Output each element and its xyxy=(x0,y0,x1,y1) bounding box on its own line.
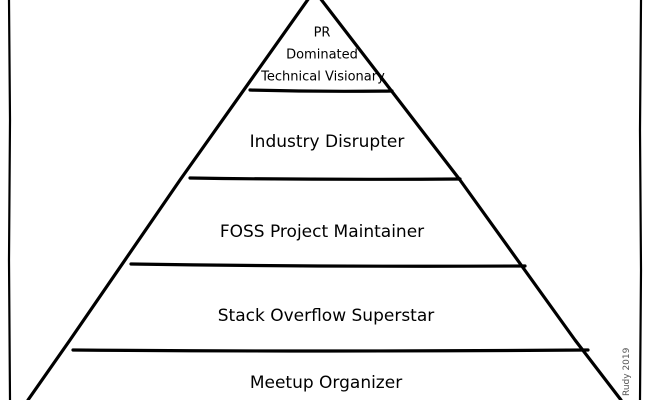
tier-2-label: Industry Disrupter xyxy=(250,132,405,152)
pyramid-right-edge xyxy=(319,0,623,400)
panel-border-left xyxy=(7,0,12,400)
tier-1-line-3: Technical Visionary xyxy=(260,70,385,85)
panel-border-right xyxy=(638,0,643,400)
tier-divider-4 xyxy=(71,348,590,353)
pyramid-left-edge xyxy=(26,0,310,400)
tier-1-line-2: Dominated xyxy=(286,48,358,63)
tier-divider-1 xyxy=(248,88,394,93)
tier-divider-3 xyxy=(129,262,527,268)
artist-signature: Rudy 2019 xyxy=(622,347,632,396)
tier-5-label: Meetup Organizer xyxy=(250,373,402,393)
tier-3-label: FOSS Project Maintainer xyxy=(220,222,424,242)
tier-4-label: Stack Overflow Superstar xyxy=(218,306,435,326)
tier-1-line-1: PR xyxy=(314,26,331,41)
tier-divider-2 xyxy=(188,176,462,181)
